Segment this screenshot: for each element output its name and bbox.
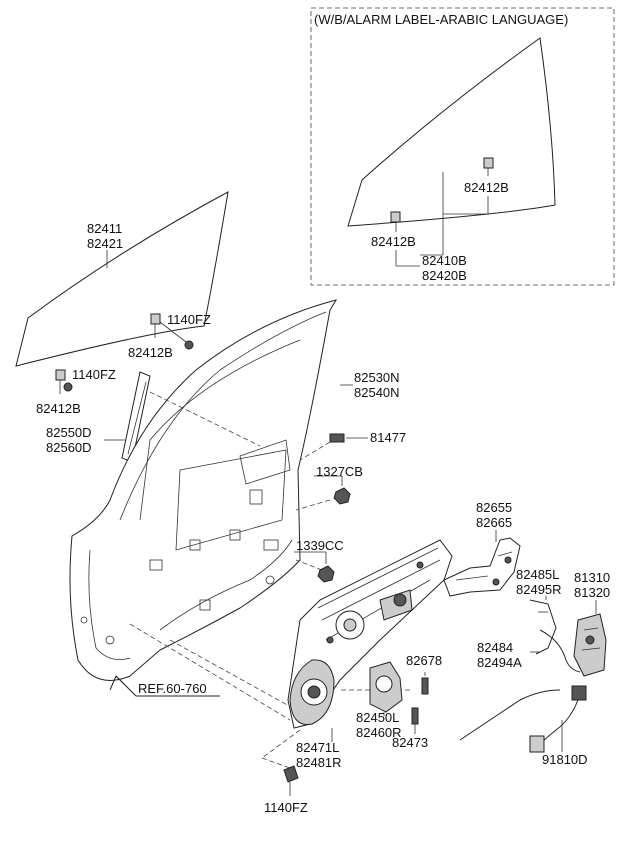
wiring-harness: 91810D xyxy=(529,685,588,767)
label-bolt-82473: 82473 xyxy=(392,735,428,750)
label-channel-2: 82560D xyxy=(46,440,92,455)
label-rod-2: 82495R xyxy=(516,582,562,597)
label-clip-upper: 82412B xyxy=(128,345,173,360)
label-bolt-lower: 1140FZ xyxy=(72,367,116,382)
lock-rod: 82485L 82495R xyxy=(516,567,562,655)
label-handle-2: 82665 xyxy=(476,515,512,530)
label-inset-clip-left: 82412B xyxy=(371,234,416,249)
label-bolt-82678: 82678 xyxy=(406,653,442,668)
label-inset-glass-2: 82420B xyxy=(422,268,467,283)
door-inner-panel xyxy=(69,299,338,681)
door-handle: 82655 82665 xyxy=(443,500,521,597)
label-regulator-1: 82471L xyxy=(296,740,339,755)
label-handle-1: 82655 xyxy=(476,500,512,515)
fastener-1339cc: 1339CC xyxy=(294,538,344,583)
label-cable-1: 82484 xyxy=(477,640,513,655)
label-bolt-bottom: 1140FZ xyxy=(264,800,308,815)
inset-clip-right xyxy=(483,157,494,169)
fastener-bottom: 1140FZ xyxy=(264,765,308,815)
fastener-82678: 82678 xyxy=(406,653,442,695)
glass-clip-lower xyxy=(55,369,66,381)
label-clip-lower: 82412B xyxy=(36,401,81,416)
bolt-lower-icon xyxy=(63,382,73,392)
inset-clip-left xyxy=(390,211,401,223)
label-latch-1: 81310 xyxy=(574,570,610,585)
label-weatherstrip-2: 82540N xyxy=(354,385,400,400)
label-glass-2: 82421 xyxy=(87,236,123,251)
door-latch: 81310 81320 xyxy=(573,570,610,677)
label-ref: REF.60-760 xyxy=(138,681,207,696)
label-nut-1339: 1339CC xyxy=(296,538,344,553)
glass-run-channel: 82550D 82560D xyxy=(46,371,151,463)
label-cable-2: 82494A xyxy=(477,655,522,670)
label-regulator-2: 82481R xyxy=(296,755,342,770)
inset-door-glass xyxy=(347,37,556,227)
bolt-upper-icon xyxy=(184,340,194,350)
label-bolt-upper: 1140FZ xyxy=(167,312,211,327)
inset-box: (W/B/ALARM LABEL-ARABIC LANGUAGE) 82412B… xyxy=(310,7,615,286)
latch-cable: 82484 82494A xyxy=(459,629,581,741)
label-glass-1: 82411 xyxy=(87,221,122,236)
label-wiring: 91810D xyxy=(542,752,588,767)
fastener-1327cb: 1327CB xyxy=(314,464,363,505)
glass-clip-upper xyxy=(150,313,161,325)
window-regulator: 82471L 82481R xyxy=(287,539,453,770)
fastener-81477: 81477 xyxy=(329,430,406,445)
label-inset-glass-1: 82410B xyxy=(422,253,467,268)
label-weatherstrip-1: 82530N xyxy=(354,370,400,385)
regulator-motor: 82450L 82460R xyxy=(356,661,403,740)
label-latch-2: 81320 xyxy=(574,585,610,600)
label-motor-2: 82460R xyxy=(356,725,402,740)
label-channel-1: 82550D xyxy=(46,425,92,440)
reference-callout: REF.60-760 xyxy=(109,675,220,697)
fastener-82473: 82473 xyxy=(392,707,428,750)
label-nut-1327: 1327CB xyxy=(316,464,363,479)
label-bolt-81477: 81477 xyxy=(370,430,406,445)
label-motor-1: 82450L xyxy=(356,710,399,725)
inset-title: (W/B/ALARM LABEL-ARABIC LANGUAGE) xyxy=(314,12,568,27)
label-inset-clip-right: 82412B xyxy=(464,180,509,195)
door-glass xyxy=(15,191,229,367)
label-rod-1: 82485L xyxy=(516,567,559,582)
door-glass-group: 82411 82421 1140FZ 82412B 1140FZ 82412B xyxy=(15,191,229,416)
